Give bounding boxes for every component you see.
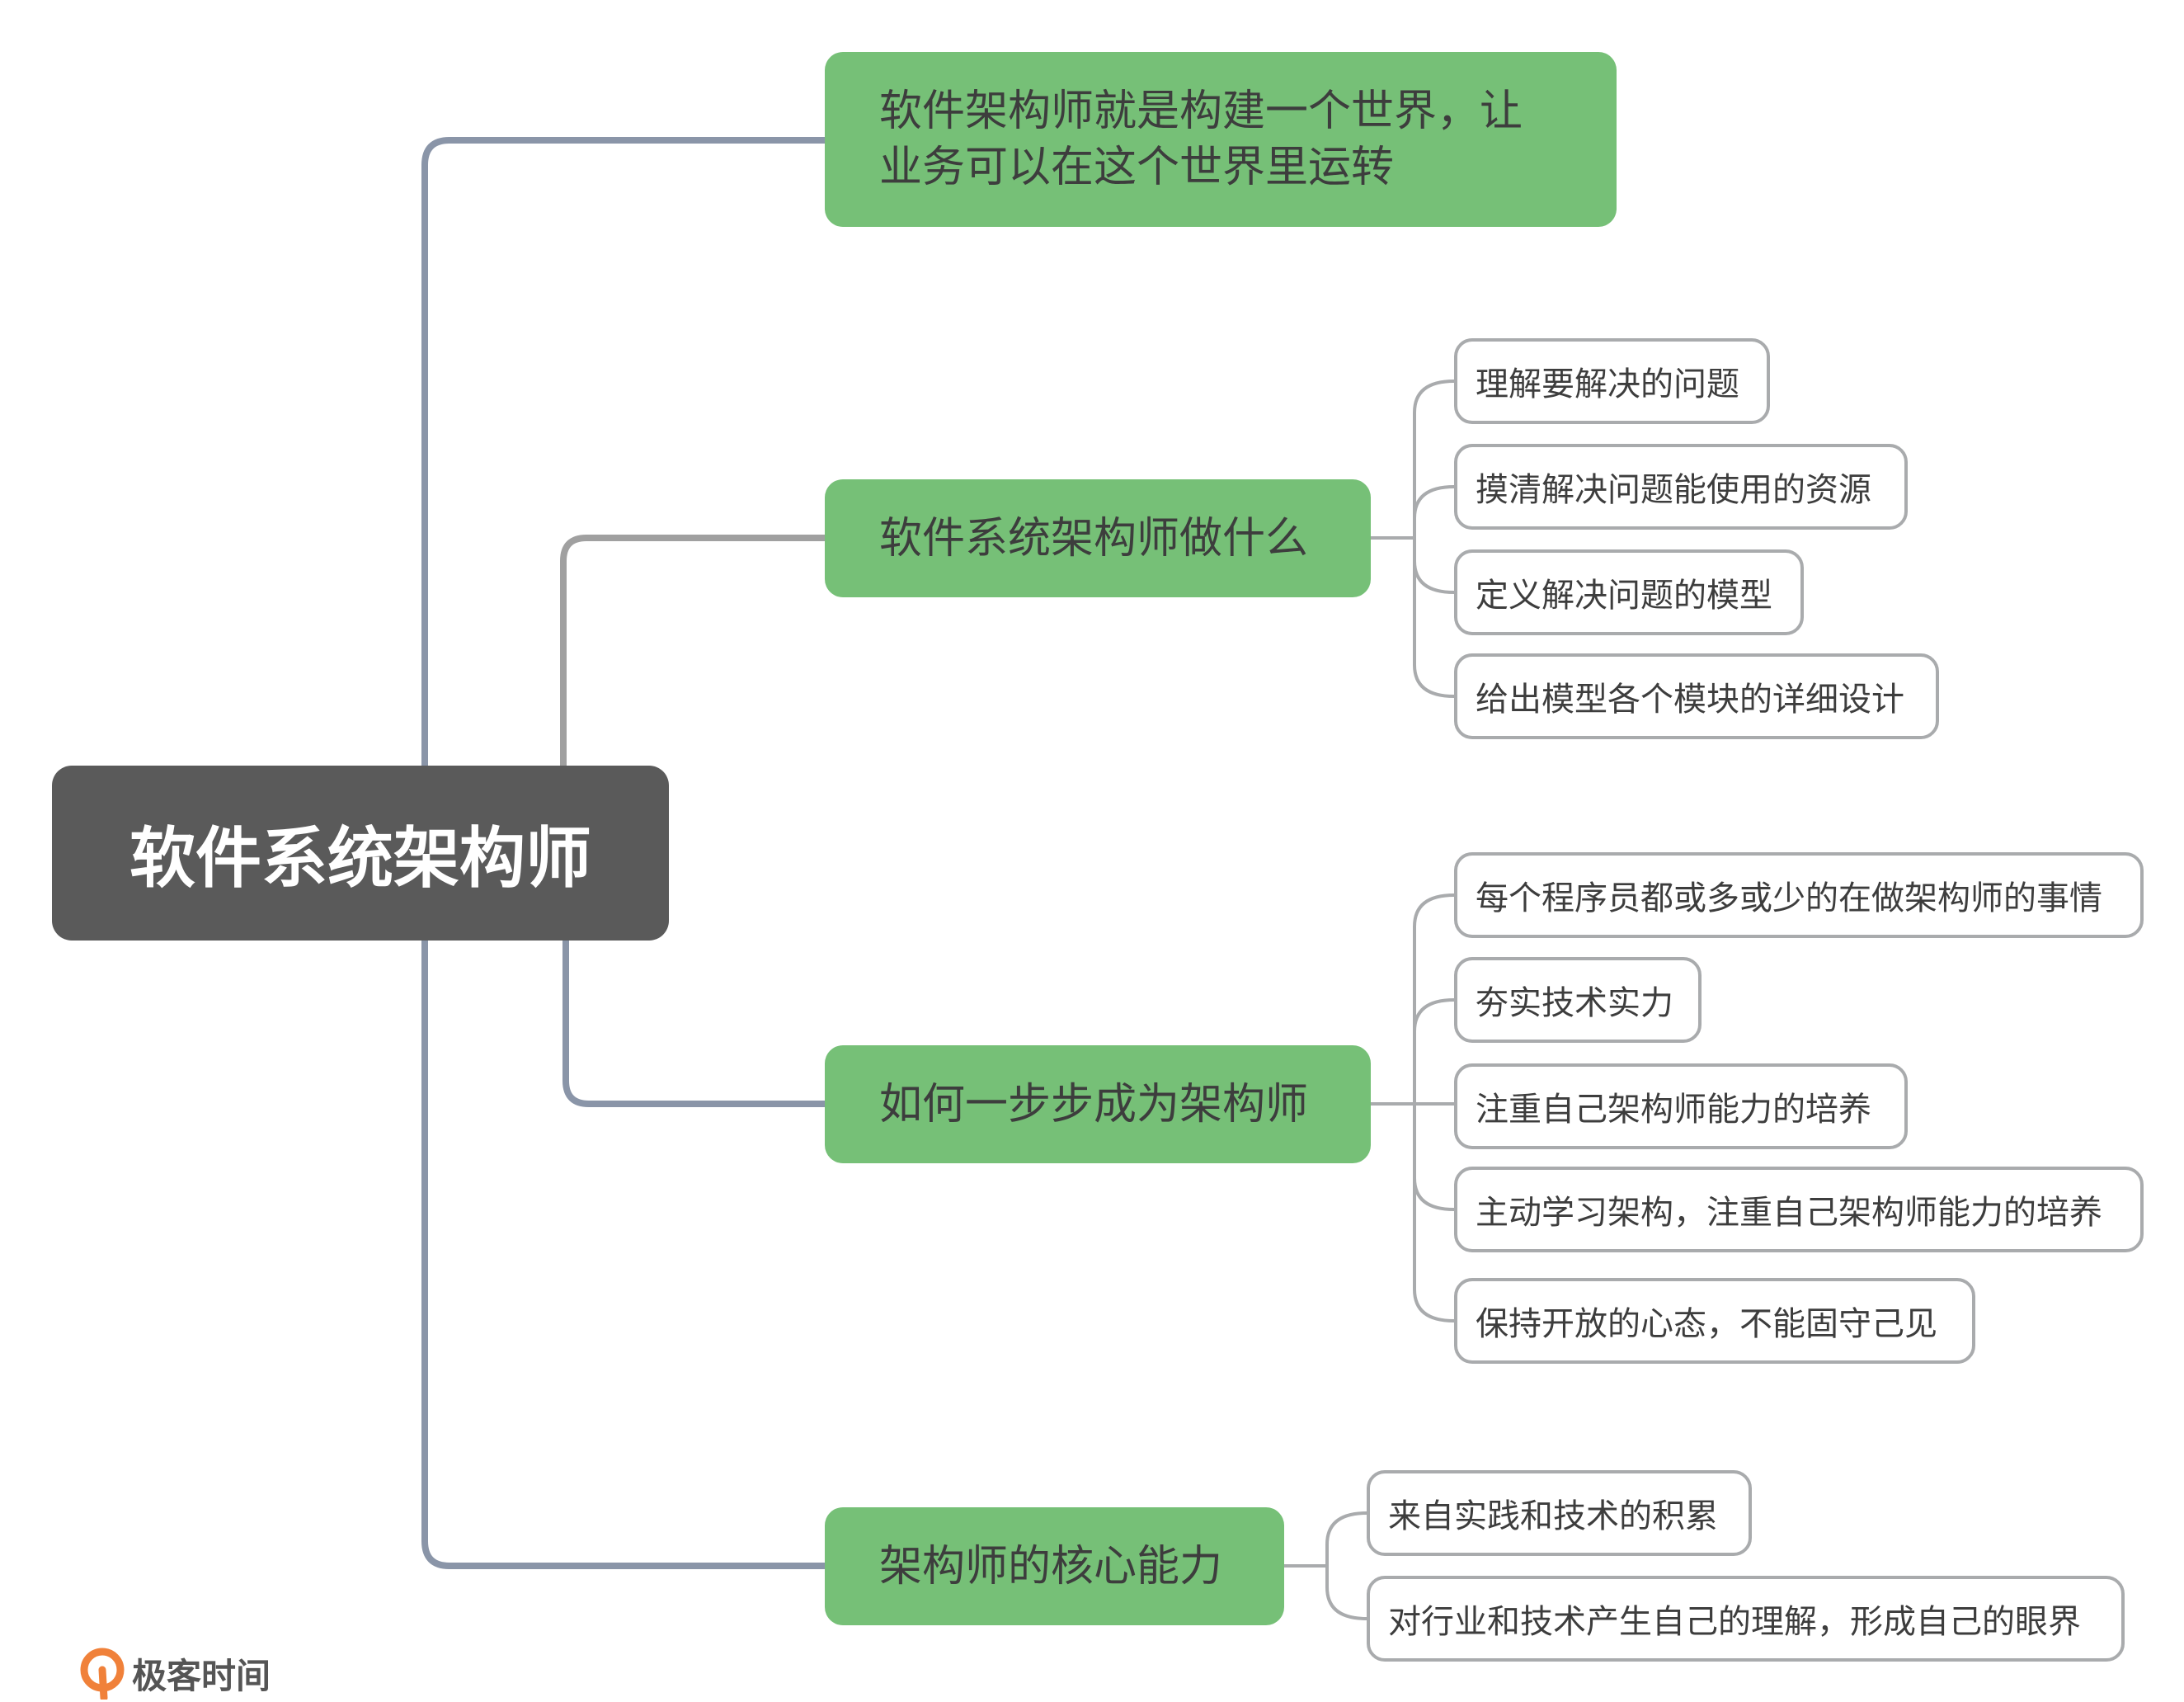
leaf-node[interactable]: 夯实技术实力 bbox=[1454, 957, 1702, 1043]
geektime-logo-icon bbox=[80, 1648, 125, 1700]
connector-branch-2-spine bbox=[1413, 380, 1455, 698]
branch-4-label: 架构师的核心能力 bbox=[879, 1541, 1223, 1591]
branch-1-label-line-2: 业务可以在这个世界里运转 bbox=[879, 143, 1395, 192]
leaf-node[interactable]: 主动学习架构，注重自己架构师能力的培养 bbox=[1454, 1167, 2144, 1252]
leaf-label: 保持开放的心态，不能固守己见 bbox=[1476, 1305, 1937, 1343]
branch-2-label: 软件系统架构师做什么 bbox=[879, 513, 1309, 563]
leaf-node[interactable]: 每个程序员都或多或少的在做架构师的事情 bbox=[1454, 852, 2144, 938]
logo-text: 极客时间 bbox=[132, 1655, 271, 1696]
leaf-node[interactable]: 摸清解决问题能使用的资源 bbox=[1454, 444, 1908, 530]
connector-branch-4-spine bbox=[1325, 1511, 1367, 1620]
root-node[interactable]: 软件系统架构师 bbox=[52, 766, 669, 941]
connector-branch-2-child-3 bbox=[1413, 560, 1455, 594]
branch-node-2[interactable]: 软件系统架构师做什么 bbox=[825, 479, 1371, 597]
leaf-node[interactable]: 给出模型各个模块的详细设计 bbox=[1454, 653, 1939, 739]
leaf-node[interactable]: 来自实践和技术的积累 bbox=[1367, 1470, 1752, 1556]
leaf-node[interactable]: 保持开放的心态，不能固守己见 bbox=[1454, 1278, 1975, 1364]
connector-root-branch-1 bbox=[421, 137, 825, 766]
connector-root-branch-2 bbox=[560, 535, 825, 766]
connector-branch-3-spine bbox=[1413, 893, 1455, 1322]
leaf-label: 注重自己架构师能力的培养 bbox=[1476, 1091, 1871, 1129]
branch-node-1[interactable]: 软件架构师就是构建一个世界，让 业务可以在这个世界里运转 bbox=[825, 52, 1617, 227]
connector-branch-3-child-2 bbox=[1413, 998, 1455, 1032]
leaf-label: 对行业和技术产生自己的理解，形成自己的眼界 bbox=[1388, 1603, 2081, 1641]
leaf-label: 每个程序员都或多或少的在做架构师的事情 bbox=[1476, 879, 2102, 917]
leaf-label: 摸清解决问题能使用的资源 bbox=[1476, 471, 1871, 509]
leaf-label: 定义解决问题的模型 bbox=[1476, 577, 1772, 615]
connector-branch-2-child-2 bbox=[1413, 485, 1455, 519]
leaf-label: 给出模型各个模块的详细设计 bbox=[1476, 681, 1904, 719]
leaf-label: 来自实践和技术的积累 bbox=[1388, 1497, 1718, 1535]
branch-1-label: 软件架构师就是构建一个世界，让 业务可以在这个世界里运转 bbox=[879, 83, 1523, 196]
branch-node-4[interactable]: 架构师的核心能力 bbox=[825, 1507, 1284, 1625]
connector-branch-3-child-4 bbox=[1413, 1177, 1455, 1211]
leaf-node[interactable]: 理解要解决的问题 bbox=[1454, 338, 1770, 424]
leaf-label: 主动学习架构，注重自己架构师能力的培养 bbox=[1476, 1194, 2102, 1232]
connector-root-branch-4 bbox=[421, 941, 825, 1569]
branch-3-label: 如何一步步成为架构师 bbox=[879, 1079, 1309, 1129]
leaf-node[interactable]: 定义解决问题的模型 bbox=[1454, 549, 1804, 635]
leaf-node[interactable]: 对行业和技术产生自己的理解，形成自己的眼界 bbox=[1367, 1576, 2125, 1662]
connector-root-branch-3 bbox=[562, 941, 825, 1107]
leaf-node[interactable]: 注重自己架构师能力的培养 bbox=[1454, 1063, 1908, 1149]
branch-node-3[interactable]: 如何一步步成为架构师 bbox=[825, 1045, 1371, 1163]
leaf-label: 夯实技术实力 bbox=[1476, 984, 1673, 1022]
geektime-logo: 极客时间 bbox=[79, 1647, 271, 1700]
leaf-label: 理解要解决的问题 bbox=[1476, 365, 1739, 403]
branch-1-label-line-1: 软件架构师就是构建一个世界，让 bbox=[879, 87, 1523, 136]
root-label: 软件系统架构师 bbox=[129, 820, 591, 897]
